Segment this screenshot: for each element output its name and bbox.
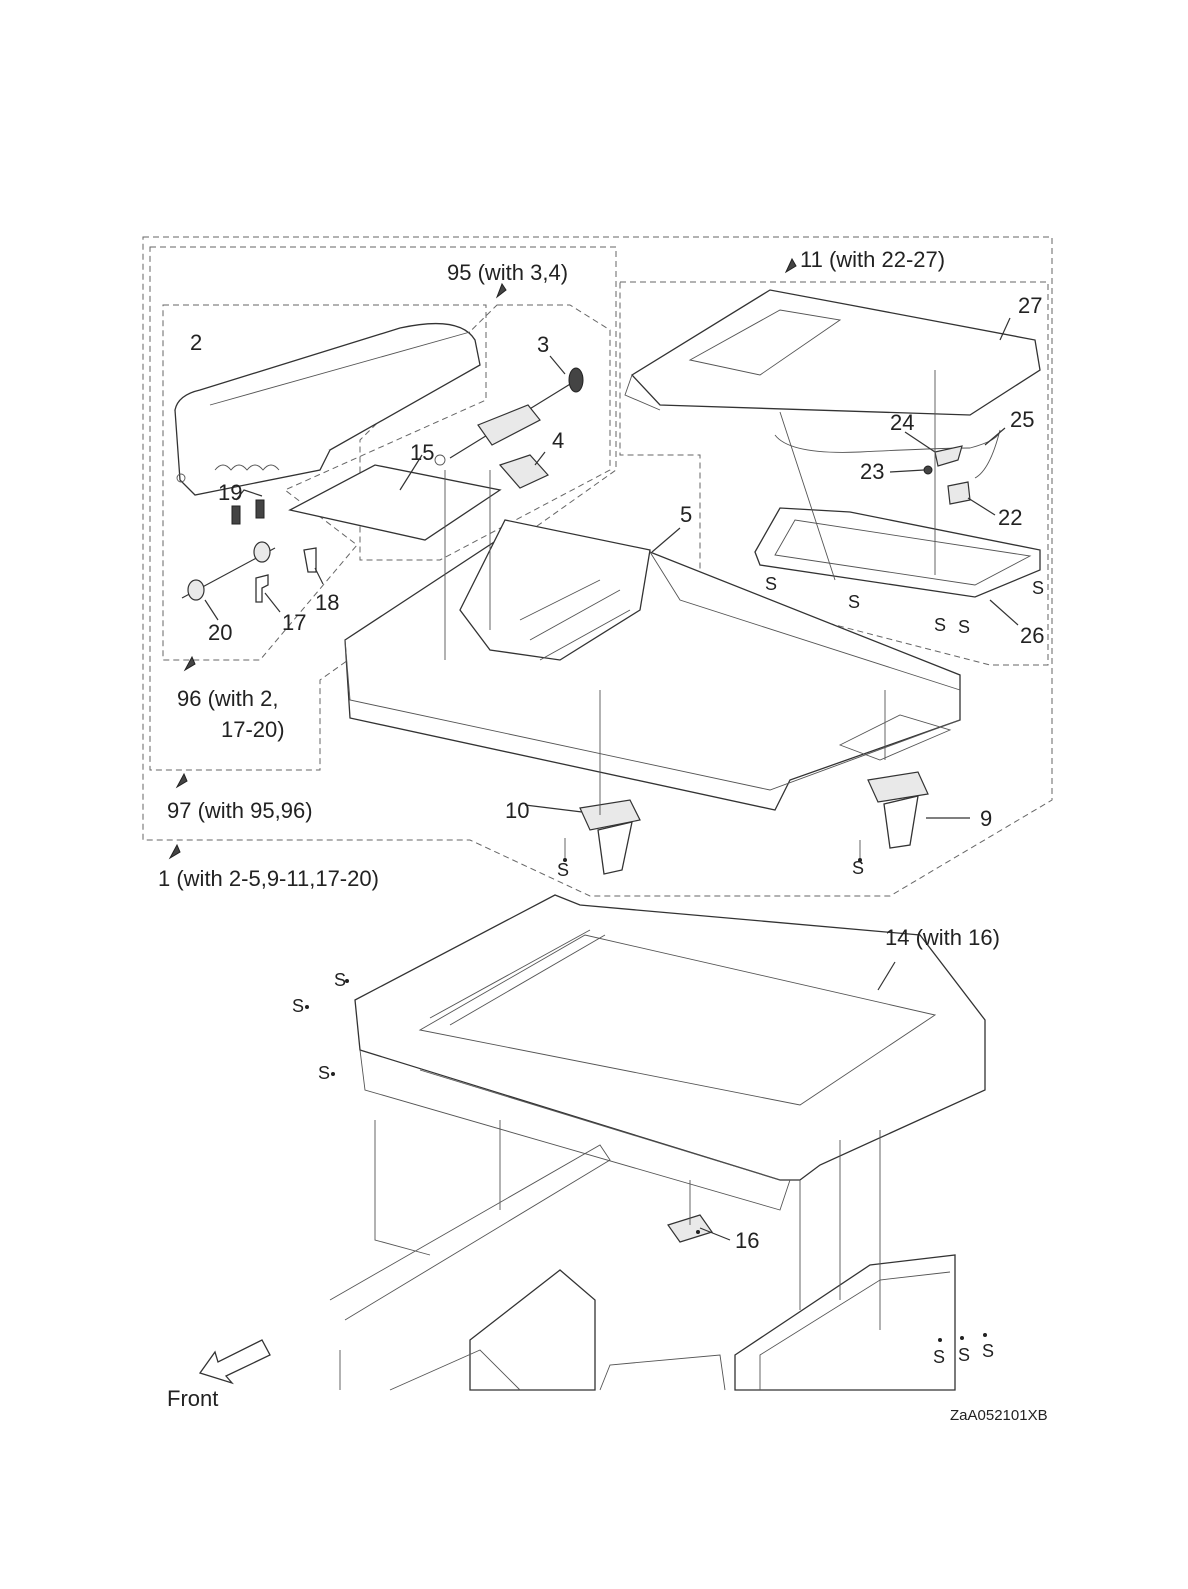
front-direction-arrow: Front [167, 1340, 270, 1411]
callout-24: 24 [890, 410, 914, 435]
screw-marker: S [852, 858, 864, 878]
callout-15: 15 [410, 440, 434, 465]
callout-17: 17 [282, 610, 306, 635]
screw-marker: S [958, 617, 970, 637]
callout-18: 18 [315, 590, 339, 615]
part-4-pad [500, 452, 548, 488]
arrow-1 [170, 845, 180, 858]
screw-marker: S [292, 996, 304, 1016]
screw-marker: S [765, 574, 777, 594]
callout-14: 14 (with 16) [885, 925, 1000, 950]
callout-25: 25 [1010, 407, 1034, 432]
part-17-lever [256, 575, 280, 612]
callout-2: 2 [190, 330, 202, 355]
callout-97: 97 (with 95,96) [167, 798, 313, 823]
arrow-11 [786, 259, 796, 272]
screw-marker: S [318, 1063, 330, 1083]
screw-marker: S [934, 615, 946, 635]
part-18-clip [304, 548, 323, 584]
screw-marker: S [557, 860, 569, 880]
part-9-hinge [868, 772, 970, 848]
part-2-top-cover [175, 324, 480, 495]
screw-marker: S [933, 1347, 945, 1367]
callout-27: 27 [1018, 293, 1042, 318]
part-22-sensor [948, 482, 995, 515]
drawing-code: ZaA052101XB [950, 1407, 1048, 1424]
callout-9: 9 [980, 806, 992, 831]
lower-frame [330, 1145, 955, 1390]
part-25-harness [775, 428, 1005, 478]
arrow-96 [185, 657, 195, 670]
callout-16: 16 [735, 1228, 759, 1253]
callout-10: 10 [505, 798, 529, 823]
part-16-bracket [668, 1215, 730, 1242]
part-10-hinge [525, 800, 640, 874]
callout-20: 20 [208, 620, 232, 645]
callout-3: 3 [537, 332, 549, 357]
callout-5: 5 [680, 502, 692, 527]
screw-marker: S [982, 1341, 994, 1361]
part-23-spring [890, 466, 932, 474]
callout-1: 1 (with 2-5,9-11,17-20) [158, 866, 379, 891]
screw-marker: S [958, 1345, 970, 1365]
arrow-97 [177, 774, 187, 787]
callout-22: 22 [998, 505, 1022, 530]
screw-marker: S [334, 970, 346, 990]
part-27-tray [625, 290, 1040, 415]
callout-96-line2: 17-20) [221, 717, 285, 742]
callout-96-line1: 96 (with 2, [177, 686, 279, 711]
callout-26: 26 [1020, 623, 1044, 648]
callout-11: 11 (with 22-27) [800, 247, 945, 272]
callout-95: 95 (with 3,4) [447, 260, 568, 285]
callout-4: 4 [552, 428, 564, 453]
screw-marker: S [848, 592, 860, 612]
arrow-95 [497, 284, 506, 297]
front-label: Front [167, 1386, 218, 1411]
screw-marker: S [1032, 578, 1044, 598]
callout-19: 19 [218, 480, 242, 505]
callout-23: 23 [860, 459, 884, 484]
